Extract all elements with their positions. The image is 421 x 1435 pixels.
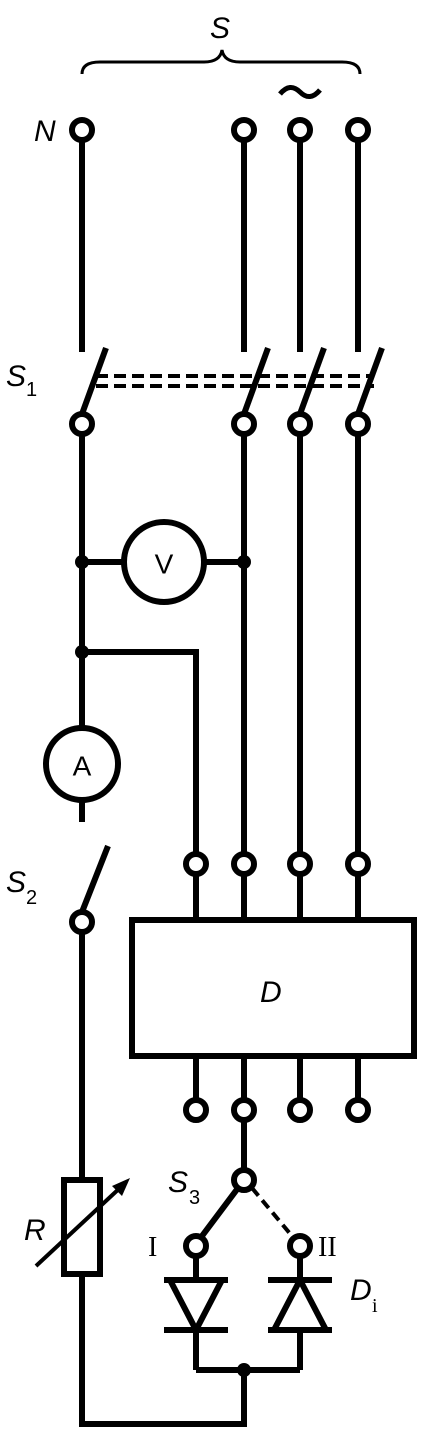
- diodes: D i: [164, 1256, 378, 1377]
- svg-text:i: i: [372, 1295, 378, 1317]
- svg-text:1: 1: [26, 379, 37, 401]
- svg-text:S: S: [6, 866, 26, 899]
- variable-resistor: R: [24, 1177, 130, 1277]
- svg-text:S: S: [168, 1166, 188, 1199]
- phase-wires: [241, 434, 361, 854]
- svg-text:II: II: [318, 1232, 337, 1263]
- switch-s1: S 1: [6, 346, 385, 437]
- supply-terminals: [69, 117, 371, 143]
- svg-text:I: I: [148, 1232, 157, 1263]
- return-wire: [79, 1274, 247, 1427]
- svg-text:D: D: [350, 1274, 372, 1307]
- svg-text:2: 2: [26, 887, 37, 909]
- ac-symbol: [278, 85, 322, 99]
- supply-label: S: [210, 12, 230, 45]
- switch-s2: S 2: [6, 844, 111, 935]
- svg-text:S: S: [6, 360, 26, 393]
- ammeter: A: [43, 725, 121, 803]
- switch-s3: S 3 I II: [148, 1120, 337, 1263]
- svg-text:3: 3: [189, 1187, 200, 1209]
- supply-wires: [79, 140, 361, 352]
- svg-text:A: A: [73, 751, 92, 782]
- voltmeter: V: [82, 519, 244, 605]
- svg-text:D: D: [260, 976, 282, 1009]
- neutral-label: N: [34, 115, 56, 148]
- supply-brace: [80, 49, 362, 75]
- device-d: D: [129, 851, 417, 1123]
- svg-text:V: V: [155, 549, 174, 580]
- svg-text:R: R: [24, 1214, 46, 1247]
